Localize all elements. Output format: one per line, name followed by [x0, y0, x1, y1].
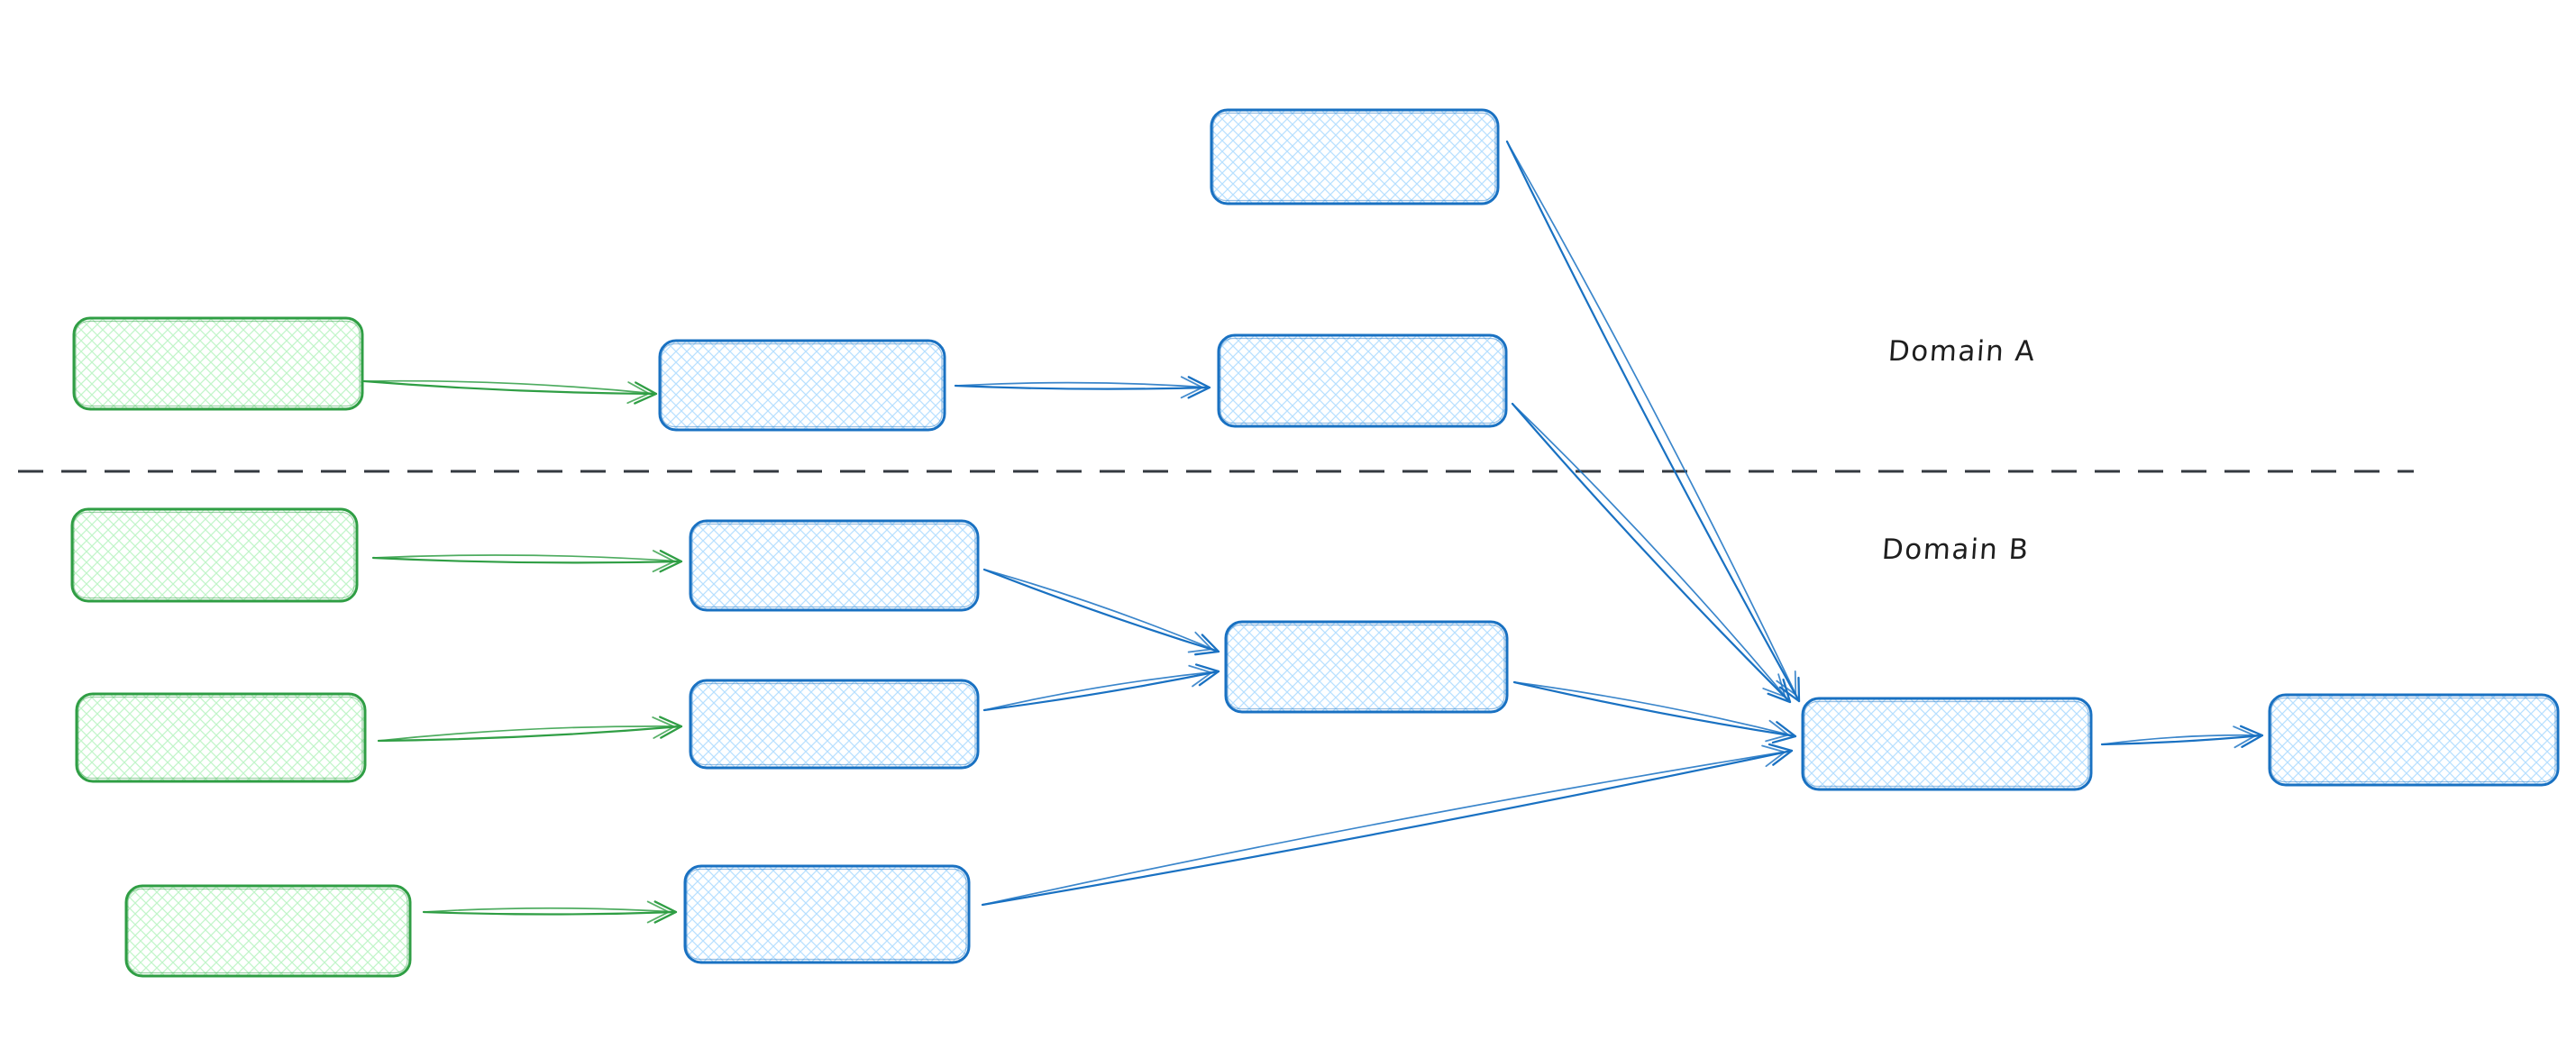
node-input-b2[interactable]: [75, 692, 367, 783]
domain-b-label[interactable]: Domain B: [1880, 534, 2031, 566]
arrow-input-b1-to-process-b1[interactable]: [371, 550, 683, 573]
arrow-input-b3-to-process-b3[interactable]: [422, 900, 678, 924]
arrow-process-a2-to-stage[interactable]: [1511, 402, 1792, 704]
arrow-process-b2-to-merge-b[interactable]: [982, 663, 1220, 712]
arrow-stage-to-final[interactable]: [2100, 725, 2264, 749]
node-process-a2[interactable]: [1217, 333, 1508, 428]
node-top-source-a[interactable]: [1210, 108, 1500, 205]
node-process-a1[interactable]: [658, 339, 946, 432]
arrow-process-b3-to-stage[interactable]: [981, 743, 1794, 907]
node-final[interactable]: [2268, 693, 2560, 787]
node-merge-b[interactable]: [1224, 620, 1509, 714]
node-stage[interactable]: [1801, 697, 2093, 791]
node-process-b3[interactable]: [683, 864, 971, 964]
node-process-b1[interactable]: [689, 519, 980, 612]
domain-a-label[interactable]: Domain A: [1886, 335, 2037, 368]
arrow-input-a-to-process-a1[interactable]: [362, 379, 658, 405]
arrow-merge-b-to-stage[interactable]: [1512, 680, 1797, 744]
arrow-process-b1-to-merge-b[interactable]: [982, 568, 1220, 656]
node-input-a[interactable]: [72, 316, 364, 411]
arrow-input-b2-to-process-b2[interactable]: [377, 716, 683, 743]
arrow-process-a1-to-process-a2[interactable]: [954, 376, 1211, 399]
arrow-top-source-a-to-stage[interactable]: [1505, 140, 1801, 703]
node-process-b2[interactable]: [689, 679, 980, 770]
node-input-b1[interactable]: [70, 507, 359, 603]
node-input-b3[interactable]: [124, 884, 412, 978]
